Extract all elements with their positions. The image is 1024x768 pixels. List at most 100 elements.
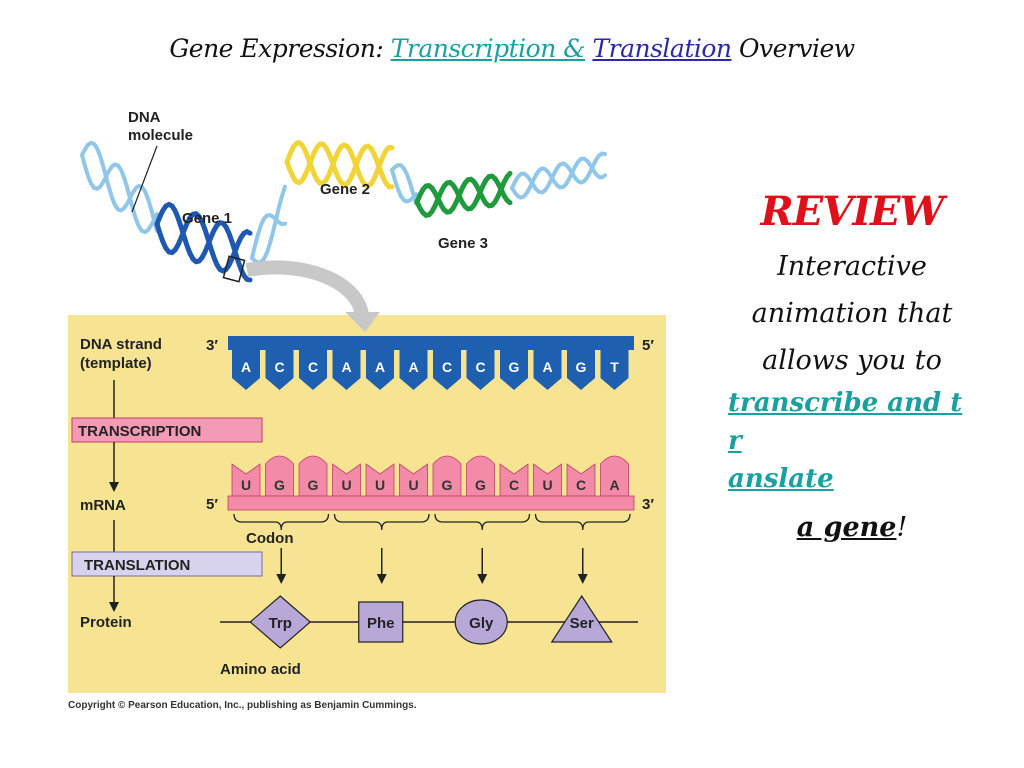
amino-acid-diamond (249, 595, 312, 649)
codon-arrow-head (577, 574, 588, 584)
transcription-box (71, 417, 263, 443)
zoom-arrow (245, 260, 369, 317)
helix-light-b (80, 140, 159, 233)
amino-acid-square (358, 601, 404, 643)
dna-base-block (466, 350, 495, 390)
title-link-translation[interactable]: Translation (592, 34, 732, 63)
transcribe-translate-link[interactable]: transcribe and tr anslate (728, 384, 968, 498)
amino-acid-name: Trp (269, 615, 292, 632)
title-link-transcription[interactable]: Transcription & (390, 34, 586, 63)
dna-base-block (232, 350, 260, 390)
dna-strand-label-2: (template) (80, 355, 152, 372)
dna-base-letter: A (542, 359, 552, 375)
mrna-base-letter: G (442, 477, 453, 493)
a-gene-link[interactable]: a gene (796, 512, 897, 543)
dna-base-letter: A (375, 359, 385, 375)
mrna-base-letter: G (308, 477, 319, 493)
slide-title: Gene Expression: Transcription & Transla… (0, 34, 1024, 63)
codon-brace (434, 513, 531, 531)
transcription-label: TRANSCRIPTION (78, 423, 201, 440)
dna-molecule-label-2: molecule (128, 127, 193, 144)
figure-svg: DNA molecule Gene 1 Gene 2 Gene 3 DNA st… (68, 109, 666, 711)
dna-5prime-label: 5′ (642, 337, 654, 354)
helix-light-h (510, 151, 607, 195)
amino-acid-name: Phe (367, 615, 395, 632)
mrna-base-letter: U (542, 477, 552, 493)
helix-light-d (250, 213, 287, 260)
protein-label: Protein (80, 614, 132, 631)
dna-base-letter: G (509, 359, 520, 375)
mrna-base-letter: U (408, 477, 418, 493)
review-title: REVIEW (760, 188, 945, 235)
codon-arrow-head (376, 574, 387, 584)
gene3-label: Gene 3 (438, 235, 488, 252)
dna-base-letter: C (308, 359, 318, 375)
dna-molecule-label-1: DNA (128, 109, 161, 126)
dna-base-block (265, 350, 294, 390)
codon-brace (233, 513, 330, 531)
dna-3prime-label: 3′ (206, 337, 218, 354)
mrna-base-block (265, 455, 294, 497)
dna-strand-label-1: DNA strand (80, 336, 162, 353)
amino-acid-label: Amino acid (220, 661, 301, 678)
dna-base-letter: A (408, 359, 418, 375)
mrna-base-block (432, 455, 462, 497)
codon-arrow-head (276, 574, 287, 584)
dna-base-letter: C (475, 359, 485, 375)
gene1-marker (222, 255, 246, 283)
helix-gene2-b (284, 139, 395, 189)
gene1-label: Gene 1 (182, 210, 232, 227)
mrna-base-letter: A (609, 477, 619, 493)
title-suffix: Overview (738, 34, 855, 63)
mrna-base-letter: C (576, 477, 586, 493)
mrna-backbone (227, 495, 635, 511)
mrna-label: mRNA (80, 497, 126, 514)
mrna-5prime-label: 5′ (206, 496, 218, 513)
translation-box (71, 551, 263, 577)
helix-gene1-b (154, 201, 253, 283)
helix-gene3-b (414, 170, 513, 215)
amino-acid-circle (454, 599, 508, 645)
dna-base-block (366, 350, 394, 390)
codon-label: Codon (246, 530, 293, 547)
dna-base-block (299, 350, 327, 390)
review-link-line-1: transcribe and tr (728, 388, 963, 456)
helix-light-f (390, 163, 418, 206)
helix-light-e (390, 168, 418, 204)
mrna-base-letter: G (475, 477, 486, 493)
amino-acid-name: Ser (570, 615, 594, 632)
mrna-base-letter: U (375, 477, 385, 493)
review-block: REVIEW Interactive animation that allows… (722, 188, 982, 543)
mrna-base-letter: C (509, 477, 519, 493)
dna-base-block (399, 350, 428, 390)
dna-base-letter: T (610, 359, 619, 375)
helix-gene3-a (414, 173, 513, 218)
amino-acid-triangle (550, 594, 613, 643)
mrna-base-block (600, 455, 629, 497)
arrow-to-mrna-head (109, 482, 119, 492)
dna-base-block (533, 350, 562, 390)
gene2-label: Gene 2 (320, 181, 370, 198)
dna-base-letter: C (442, 359, 452, 375)
dna-molecule-pointer (131, 145, 158, 213)
mrna-base-block (298, 455, 328, 497)
review-line-2: animation that (751, 298, 953, 329)
dna-base-letter: C (274, 359, 284, 375)
dna-base-letter: A (241, 359, 251, 375)
review-gene-line: a gene! (722, 512, 982, 543)
review-line-3: allows you to (762, 345, 942, 376)
review-link-line-2: anslate (728, 464, 834, 494)
arrow-to-protein-head (109, 602, 119, 612)
dna-backbone (228, 336, 634, 350)
mrna-3prime-label: 3′ (642, 496, 654, 513)
dna-base-block (500, 350, 528, 390)
zoom-arrow-head (345, 312, 380, 332)
codon-brace (333, 513, 430, 531)
gene-expression-figure: DNA molecule Gene 1 Gene 2 Gene 3 DNA st… (62, 100, 672, 720)
dna-base-block (600, 350, 629, 390)
mrna-base-letter: G (274, 477, 285, 493)
review-line-1: Interactive (777, 251, 927, 282)
